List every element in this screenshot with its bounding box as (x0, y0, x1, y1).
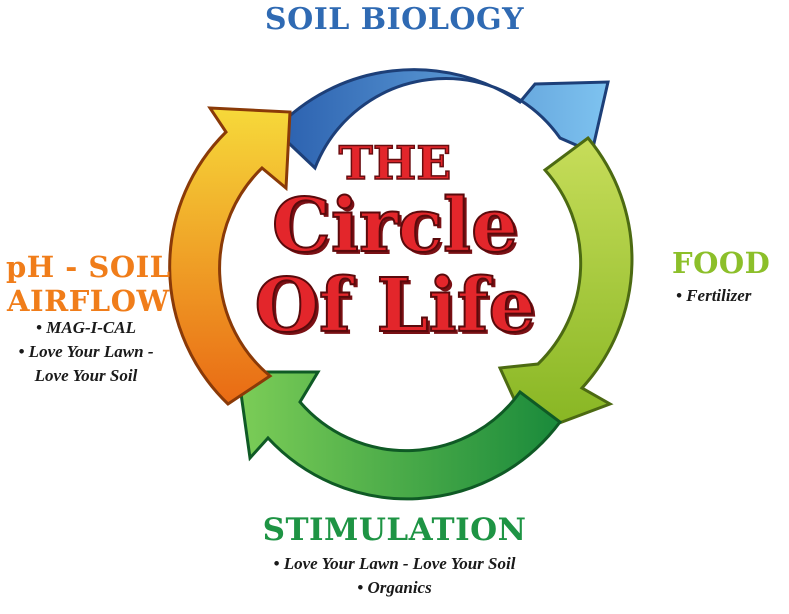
stimulation-notes: • Love Your Lawn - Love Your Soil • Orga… (0, 552, 789, 600)
ph-soil-airflow-title: pH - SOIL AIRFLOW (6, 250, 171, 318)
food-title: FOOD (672, 246, 771, 280)
ph-soil-note-item: • Love Your Lawn - (18, 342, 154, 361)
center-title-the: THE (338, 136, 452, 190)
stimulation-note-item: • Organics (357, 578, 432, 597)
food-notes: • Fertilizer (676, 284, 751, 308)
soil-biology-title: SOIL BIOLOGY (264, 2, 525, 37)
center-title-circle: Circle (271, 183, 519, 269)
ph-soil-title-line2: AIRFLOW (7, 284, 170, 318)
ph-soil-title-line1: pH - SOIL (6, 250, 171, 284)
center-title-of-life: Of Life (253, 263, 536, 349)
ph-soil-note-item: Love Your Soil (34, 366, 138, 385)
ph-soil-note-item: • MAG-I-CAL (36, 318, 136, 337)
arrow-green (236, 370, 563, 501)
stimulation-title: STIMULATION (262, 512, 527, 548)
stimulation-note-item: • Love Your Lawn - Love Your Soil (273, 554, 516, 573)
arrow-yellowgreen (497, 135, 634, 436)
arrow-blue (272, 68, 610, 171)
ph-soil-notes: • MAG-I-CAL • Love Your Lawn - Love Your… (6, 316, 166, 388)
arrow-orange (168, 106, 292, 406)
center-title: THE Circle Of Life (230, 136, 560, 349)
food-note-item: • Fertilizer (676, 286, 752, 305)
